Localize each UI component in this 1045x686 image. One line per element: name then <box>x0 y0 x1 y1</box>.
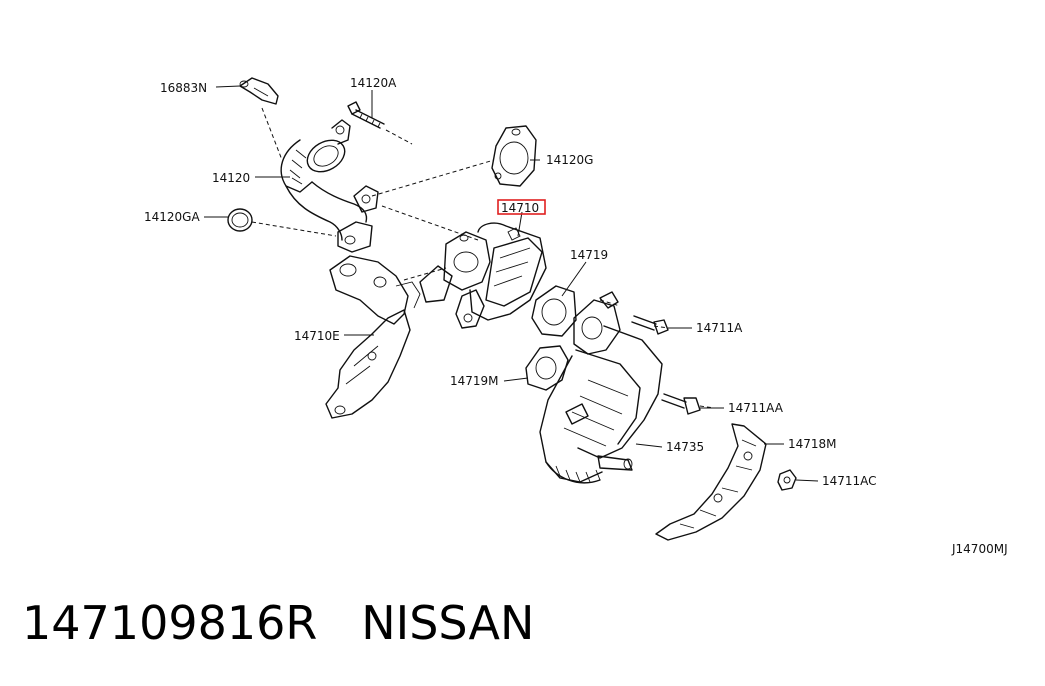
label-14710: 14710 <box>501 201 539 215</box>
bolt-14711a-drawing <box>631 315 669 335</box>
egr-cooler-14735-drawing <box>539 291 663 484</box>
label-14120ga: 14120GA <box>144 210 200 224</box>
label-14120g: 14120G <box>546 153 593 167</box>
caption-brand: NISSAN <box>361 596 535 650</box>
label-14120a: 14120A <box>350 76 397 90</box>
assembly-lines <box>251 107 715 409</box>
highlight-box-14710 <box>497 199 546 215</box>
label-14711ac: 14711AC <box>822 474 877 488</box>
part-caption: 147109816R NISSAN <box>22 596 534 650</box>
bolt-14120a-drawing <box>347 101 385 129</box>
bolt-14711aa-drawing <box>661 393 701 415</box>
label-14719m: 14719M <box>450 374 499 388</box>
label-14711aa: 14711AA <box>728 401 784 415</box>
gasket-14719-drawing <box>531 285 577 337</box>
egr-tube-14120-drawing <box>280 119 379 253</box>
clamp-16883n-drawing <box>239 77 279 105</box>
label-14120: 14120 <box>212 171 250 185</box>
label-14718m: 14718M <box>788 437 837 451</box>
gasket-ring-14120ga-drawing <box>227 208 253 232</box>
label-16883n: 16883N <box>160 81 207 95</box>
bracket-14710e-drawing <box>325 255 453 419</box>
label-14719: 14719 <box>570 248 608 262</box>
label-14735: 14735 <box>666 440 704 454</box>
nut-14711ac-drawing <box>777 469 797 491</box>
caption-part-number: 147109816R <box>22 596 318 650</box>
gasket-14120g-drawing <box>491 125 537 187</box>
diagram-reference-code: J14700MJ <box>952 542 1008 556</box>
label-14711a: 14711A <box>696 321 743 335</box>
egr-valve-14710-drawing <box>443 222 547 329</box>
gasket-14719m-drawing <box>525 345 569 391</box>
leader-lines <box>204 85 819 482</box>
heat-shield-14718m-drawing <box>655 423 767 541</box>
label-14710e: 14710E <box>294 329 340 343</box>
